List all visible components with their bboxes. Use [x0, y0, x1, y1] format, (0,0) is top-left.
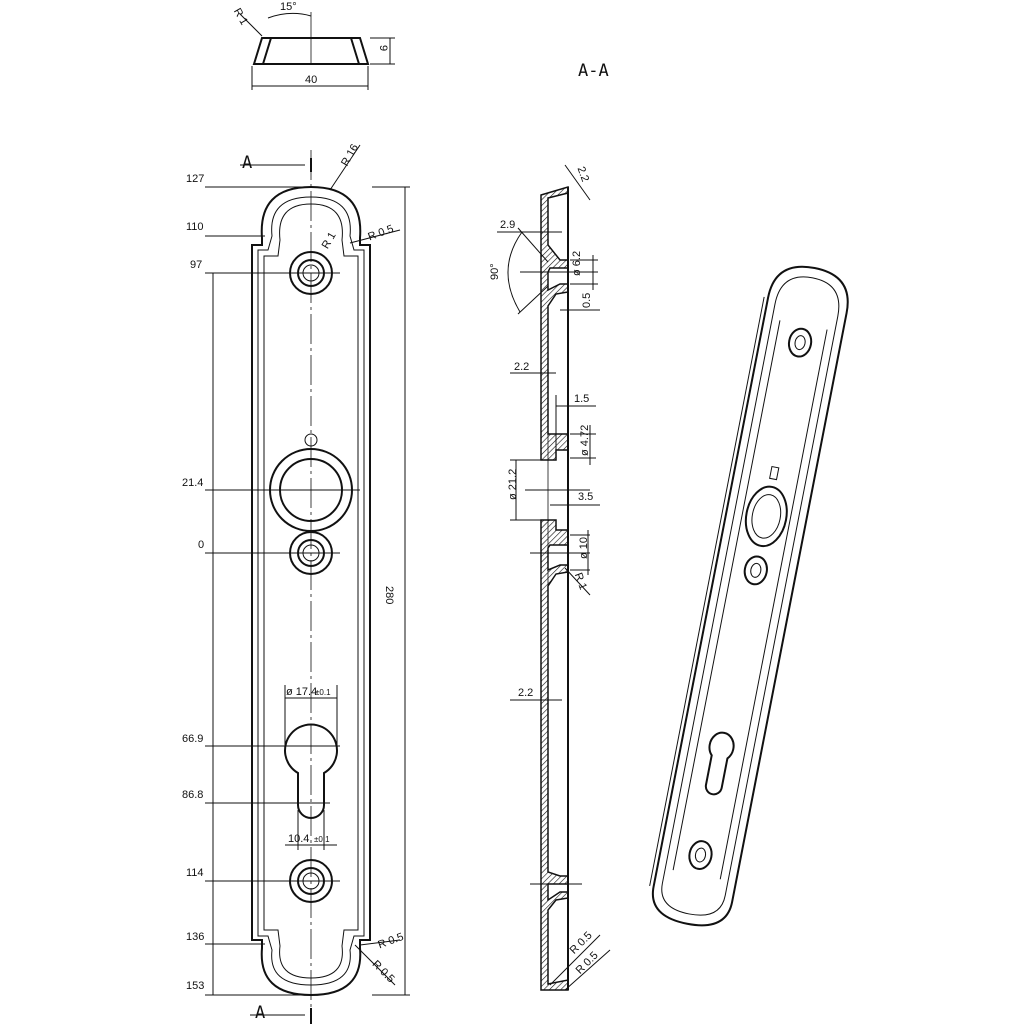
bottom-radius-2: R 0.5 — [370, 958, 397, 985]
section-mark-bottom: A — [255, 1003, 265, 1023]
countersink-angle: 90° — [489, 263, 501, 280]
ring-width-label: 40 — [305, 74, 317, 86]
dia-10: ø 10 — [578, 537, 590, 559]
wall-thickness-1: 2.2 — [514, 361, 529, 373]
keyhole-tolerance: ±0.1 — [315, 688, 331, 697]
shoulder-radius: R 1 — [320, 230, 339, 251]
level-114: 114 — [186, 867, 204, 879]
ring-radius-label: R 1 — [231, 6, 250, 27]
section-top-thickness: 2.2 — [574, 165, 591, 183]
slot-width: 10.4 — [288, 833, 309, 845]
section-title: A-A — [578, 61, 609, 81]
section-mark-top: A — [242, 153, 252, 173]
level-66-9: 66.9 — [182, 733, 203, 745]
level-0: 0 — [198, 539, 204, 551]
level-153: 153 — [186, 980, 204, 992]
level-127: 127 — [186, 173, 204, 185]
wall-thickness-2: 2.2 — [518, 687, 533, 699]
hole-dia-6-2: ø 6.2 — [571, 251, 583, 276]
radius-1: R 1 — [572, 571, 589, 591]
section-offset: 2.9 — [500, 219, 515, 231]
slot-tolerance: ±0.1 — [314, 835, 330, 844]
front-view: A A 127 110 97 21.4 0 66.9 86.8 114 136 … — [182, 142, 410, 1024]
depth-3-5: 3.5 — [578, 491, 593, 503]
level-21-4: 21.4 — [182, 477, 203, 489]
overall-length: 280 — [383, 586, 395, 604]
top-radius: R 16 — [339, 142, 361, 168]
dia-21-2: ø 21.2 — [507, 469, 519, 500]
step-1-5: 1.5 — [574, 393, 589, 405]
ring-height-label: 9 — [377, 45, 389, 51]
level-86-8: 86.8 — [182, 789, 203, 801]
ring-angle-label: 15° — [280, 1, 297, 13]
bottom-radius-1: R 0.5 — [376, 931, 405, 951]
level-110: 110 — [186, 221, 204, 233]
isometric-view — [649, 265, 849, 927]
shoulder-radius-2: R 0.5 — [366, 223, 395, 243]
ring-detail: R 1 15° 9 40 — [231, 1, 395, 90]
gap-0-5: 0.5 — [581, 293, 593, 308]
section-view: 2.2 2.9 90° ø 6.2 0.5 2.2 1.5 ø 4.72 ø 2… — [489, 164, 611, 991]
level-97: 97 — [190, 259, 202, 271]
keyhole-width: ø 17.4 — [286, 686, 317, 698]
level-136: 136 — [186, 931, 204, 943]
dia-4-72: ø 4.72 — [579, 425, 591, 456]
